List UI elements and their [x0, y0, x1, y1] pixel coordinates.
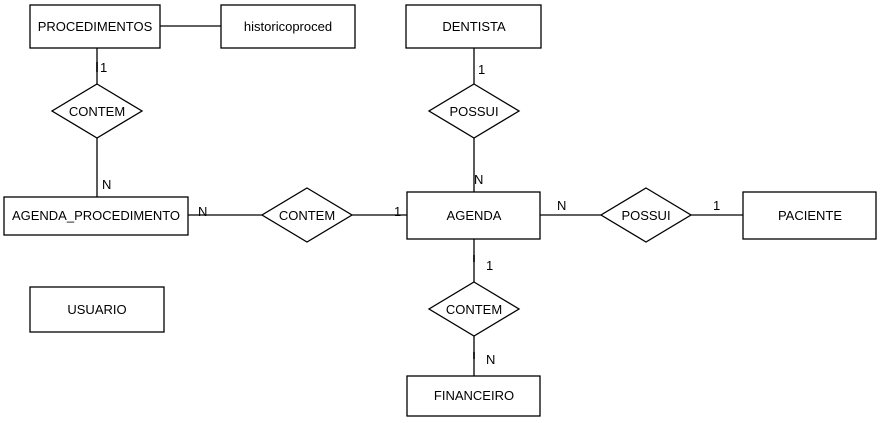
entity-label: AGENDA_PROCEDIMENTO [12, 208, 180, 223]
relationship-label: CONTEM [279, 208, 335, 223]
relationship-label: CONTEM [446, 302, 502, 317]
entity-label: DENTISTA [442, 19, 506, 34]
relationship-label: POSSUI [449, 104, 498, 119]
cardinality-agenda-bottom: 1 [486, 258, 493, 273]
entity-label: FINANCEIRO [434, 388, 514, 403]
entity-label: PACIENTE [778, 208, 842, 223]
relationship-possui-dentista[interactable]: POSSUI [427, 83, 521, 139]
entity-procedimentos[interactable]: PROCEDIMENTOS [29, 4, 161, 49]
entity-usuario[interactable]: USUARIO [29, 286, 165, 333]
relationship-label: POSSUI [621, 208, 670, 223]
entity-agenda-procedimento[interactable]: AGENDA_PROCEDIMENTO [3, 196, 189, 236]
relationship-possui-paciente[interactable]: POSSUI [599, 187, 693, 243]
entity-agenda[interactable]: AGENDA [406, 191, 541, 240]
cardinality-agenda-right: N [557, 198, 566, 213]
entity-label: historicoproced [244, 19, 332, 34]
cardinality-agenda-top: N [474, 172, 483, 187]
cardinality-agenda-procedimento-right: N [198, 204, 207, 219]
relationship-label: CONTEM [69, 104, 125, 119]
entity-label: USUARIO [67, 302, 126, 317]
relationship-contem-financeiro[interactable]: CONTEM [427, 281, 521, 337]
cardinality-agenda-procedimento-top: N [102, 177, 111, 192]
cardinality-agenda-left: 1 [394, 204, 401, 219]
entity-label: PROCEDIMENTOS [38, 19, 153, 34]
cardinality-dentista: 1 [478, 62, 485, 77]
entity-label: AGENDA [447, 208, 502, 223]
cardinality-paciente: 1 [713, 198, 720, 213]
entity-historicoproced[interactable]: historicoproced [220, 4, 356, 49]
relationship-contem-procedimentos[interactable]: CONTEM [50, 83, 144, 139]
entity-financeiro[interactable]: FINANCEIRO [406, 375, 541, 417]
entity-dentista[interactable]: DENTISTA [405, 4, 542, 49]
entity-paciente[interactable]: PACIENTE [742, 191, 877, 240]
cardinality-financeiro: N [486, 352, 495, 367]
relationship-contem-agenda-procedimento[interactable]: CONTEM [260, 187, 354, 243]
cardinality-procedimentos: 1 [100, 60, 107, 75]
